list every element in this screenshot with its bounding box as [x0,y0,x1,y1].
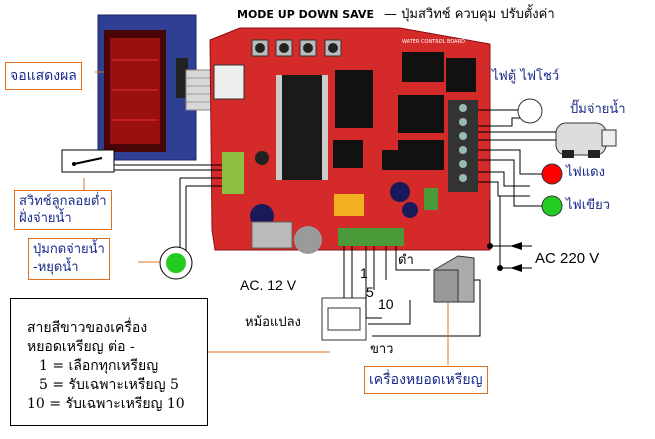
ac12-label: AC. 12 V [240,277,297,293]
red-light-label: ไฟแดง [566,165,605,180]
float-switch-symbol [61,149,115,173]
wiring-note: สายสีขาวของเครื่อง หยอดเหรียญ ต่อ - 1 = … [10,298,208,426]
buttons-description: — ปุ่มสวิทช์ ควบคุม ปรับตั้งค่า [384,7,555,22]
show-light-label: ไฟตู้ ไฟโชว์ [492,69,560,84]
display-label: จอแสดงผล [5,62,82,90]
pump-label: ปั๊มจ่ายน้ำ [570,102,626,117]
board-title: WATER CONTROL BOARD [402,39,465,45]
note-line-5: 10 = รับเฉพาะเหรียญ 10 [27,396,185,412]
green-light-icon [541,195,563,217]
transformer-label: หม้อแปลง [245,315,301,330]
float-switch-label-line2: ฝั่งจ่ายน้ำ [19,211,72,226]
coin-acceptor-symbol [433,255,475,303]
transformer-symbol [321,297,367,341]
pump-symbol [555,122,617,158]
float-switch-label: สวิทช์ลูกลอยต่ำ ฝั่งจ่ายน้ำ [14,190,112,230]
white-wire-label: ขาว [370,342,394,357]
bottom-wires [343,246,481,337]
float-switch-label-line1: สวิทช์ลูกลอยต่ำ [19,194,107,209]
buttons-title: MODE UP DOWN SAVE [237,8,374,21]
note-line-2: หยอดเหรียญ ต่อ - [27,339,135,355]
push-button-label-line2: -หยุดน้ำ [33,260,79,275]
control-board [209,27,491,254]
wire-1-label: 1 [360,265,368,281]
red-light-icon [541,163,563,185]
show-light-icon [517,98,543,124]
note-line-4: 5 = รับเฉพาะเหรียญ 5 [39,377,179,393]
green-light-label: ไฟเขียว [566,198,610,213]
note-line-3: 1 = เลือกทุกเหรียญ [39,358,159,374]
display-module [97,14,227,161]
leader-lines [83,71,449,365]
black-wire-label: ดำ [398,253,414,268]
wire-5-label: 5 [366,284,374,300]
right-wires [478,109,556,269]
note-line-1: สายสีขาวของเครื่อง [27,320,148,336]
ac220-label: AC 220 V [535,250,600,267]
push-button-label: ปุ่มกดจ่ายน้ำ -หยุดน้ำ [28,238,110,280]
coin-acceptor-label: เครื่องหยอดเหรียญ [364,366,488,394]
wire-10-label: 10 [378,296,394,312]
push-button-label-line1: ปุ่มกดจ่ายน้ำ [33,242,105,257]
